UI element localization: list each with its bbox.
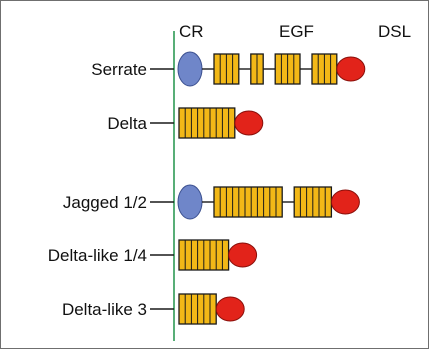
dsl-domain [234,110,264,136]
egf-repeat-block [178,239,230,271]
egf-repeat-block [293,186,333,218]
dsl-domain [228,242,258,268]
egf-block-outline [178,107,236,139]
ligand-row: Jagged 1/2 [63,184,360,220]
header-cr: CR [179,22,204,41]
ligand-label: Delta [107,114,147,133]
dsl-domain [336,56,366,82]
ligand-label: Delta-like 3 [62,300,147,319]
ligand-row: Serrate [91,51,366,87]
ligand-label: Jagged 1/2 [63,193,147,212]
header-dsl: DSL [378,22,411,41]
egf-repeat-block [311,53,338,85]
egf-repeat-block [250,53,264,85]
egf-repeat-block [178,293,217,325]
ligand-label: Delta-like 1/4 [48,246,147,265]
cr-domain [177,51,203,87]
ligand-label: Serrate [91,60,147,79]
ligand-row: Delta [107,107,264,139]
egf-repeat-block [274,53,301,85]
ligand-row: Delta-like 1/4 [48,239,258,271]
header-egf: EGF [279,22,314,41]
dsl-domain [330,189,360,215]
egf-repeat-block [213,53,240,85]
egf-repeat-block [213,186,283,218]
dsl-domain [215,296,245,322]
egf-repeat-block [178,107,236,139]
egf-block-outline [213,186,283,218]
ligand-row: Delta-like 3 [62,293,245,325]
cr-domain [177,184,203,220]
